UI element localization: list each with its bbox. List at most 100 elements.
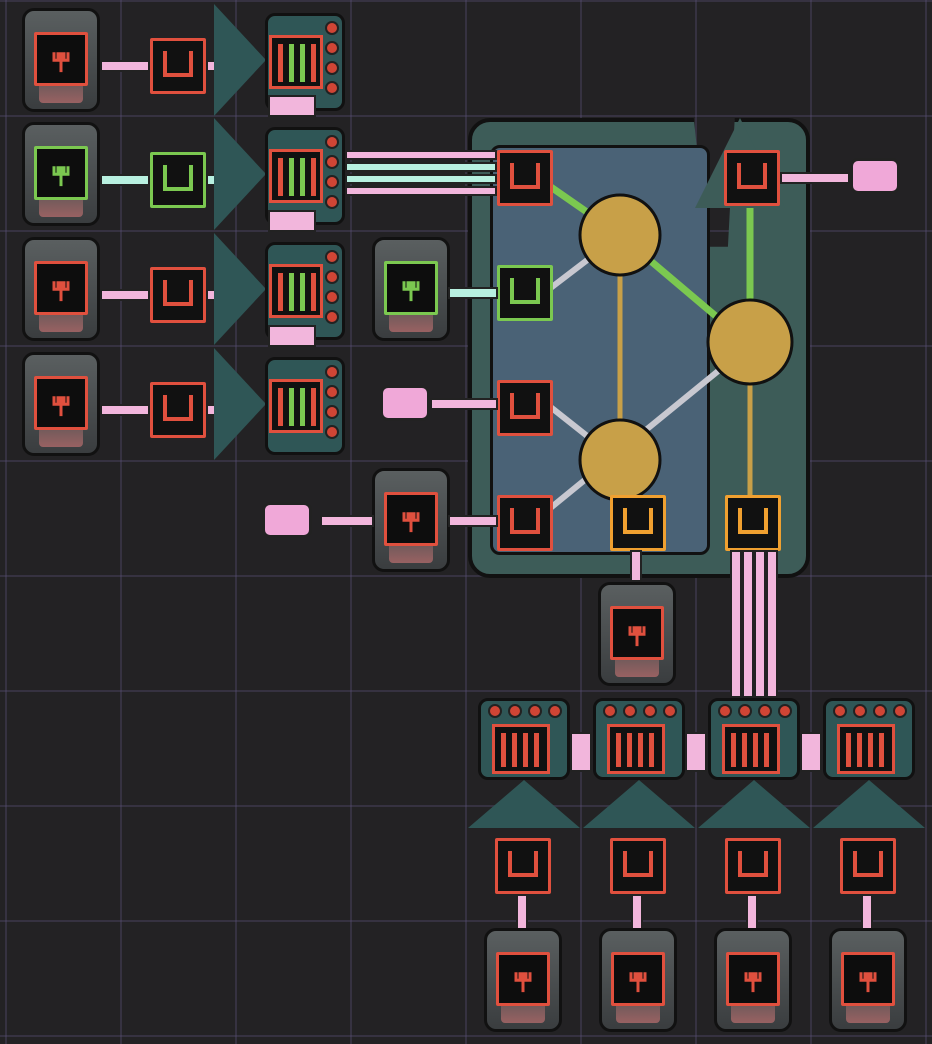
bit-light (873, 704, 887, 718)
bit-light (325, 195, 339, 209)
logic-wire (861, 894, 873, 930)
port-jack-icon (853, 851, 883, 877)
wire-plug[interactable] (850, 158, 900, 194)
logic-wire (631, 894, 643, 930)
logic-port[interactable] (610, 838, 666, 894)
bit-indicator (649, 733, 654, 767)
wire-plug[interactable] (262, 502, 312, 538)
logic-port[interactable] (725, 495, 781, 551)
port-jack-icon (163, 280, 193, 306)
port-jack-icon (510, 278, 540, 304)
bit-indicator (311, 388, 316, 426)
signal-icon (52, 281, 70, 302)
bit-light (325, 81, 339, 95)
bit-indicator (311, 158, 316, 196)
bit-indicator (278, 158, 283, 196)
wire-plug[interactable] (380, 385, 430, 421)
logic-port[interactable] (150, 38, 206, 94)
port-jack-icon (510, 163, 540, 189)
logic-wire (685, 732, 707, 772)
logic-wire (345, 174, 497, 184)
logic-wire (730, 550, 742, 698)
logic-wire (570, 732, 592, 772)
bit-light (325, 310, 339, 324)
logic-port[interactable] (610, 495, 666, 551)
logic-port[interactable] (497, 265, 553, 321)
bit-light (833, 704, 847, 718)
bit-light (528, 704, 542, 718)
logic-port[interactable] (150, 152, 206, 208)
bit-light (738, 704, 752, 718)
sensor-output-port (34, 261, 88, 315)
bit-light (325, 155, 339, 169)
bit-indicator (278, 388, 283, 426)
sensor-output-port (841, 952, 895, 1006)
ribbon-bit-display (722, 724, 780, 774)
bit-light (325, 61, 339, 75)
logic-wire (516, 894, 528, 930)
logic-port[interactable] (725, 838, 781, 894)
logic-port[interactable] (150, 267, 206, 323)
ribbon-bit-display (607, 724, 665, 774)
bit-light (325, 425, 339, 439)
port-jack-icon (737, 163, 767, 189)
sensor-light (39, 81, 83, 103)
logic-wire (746, 894, 758, 930)
signal-icon (402, 512, 420, 533)
logic-wire (268, 210, 316, 232)
logic-port[interactable] (497, 495, 553, 551)
signal-icon (514, 972, 532, 993)
logic-port[interactable] (495, 838, 551, 894)
signal-icon (628, 626, 646, 647)
bit-indicator (523, 733, 528, 767)
bit-light (893, 704, 907, 718)
bit-light (643, 704, 657, 718)
sensor-output-port (34, 32, 88, 86)
logic-wire (100, 174, 150, 186)
logic-wire (630, 550, 642, 582)
sensor-output-port (34, 146, 88, 200)
sensor-light (616, 1001, 660, 1023)
logic-port[interactable] (497, 150, 553, 206)
logic-port[interactable] (724, 150, 780, 206)
sensor-light (39, 425, 83, 447)
logic-wire (100, 60, 150, 72)
bit-light (778, 704, 792, 718)
logic-wire (742, 550, 754, 698)
logic-wire (800, 732, 822, 772)
bit-indicator (764, 733, 769, 767)
sensor-light (389, 541, 433, 563)
port-jack-icon (510, 393, 540, 419)
sensor-light (501, 1001, 545, 1023)
bit-light (508, 704, 522, 718)
logic-port[interactable] (150, 382, 206, 438)
bit-indicator (289, 44, 294, 82)
logic-wire (268, 95, 316, 117)
gate-inner-panel (490, 145, 710, 555)
sensor-output-port (611, 952, 665, 1006)
ribbon-bit-display (837, 724, 895, 774)
bit-indicator (311, 44, 316, 82)
signal-icon (859, 972, 877, 993)
bit-indicator (534, 733, 539, 767)
bit-light (325, 250, 339, 264)
ribbon-bit-display (269, 264, 323, 318)
logic-wire (345, 162, 497, 172)
bit-light (718, 704, 732, 718)
bit-indicator (289, 158, 294, 196)
logic-wire (268, 325, 316, 347)
port-jack-icon (163, 51, 193, 77)
logic-port[interactable] (840, 838, 896, 894)
bit-indicator (742, 733, 747, 767)
logic-wire (766, 550, 778, 698)
sensor-output-port (726, 952, 780, 1006)
signal-icon (402, 281, 420, 302)
bit-indicator (638, 733, 643, 767)
logic-port[interactable] (497, 380, 553, 436)
logic-wire (448, 287, 498, 299)
bit-indicator (311, 273, 316, 311)
bit-light (325, 405, 339, 419)
bit-light (663, 704, 677, 718)
bit-light (548, 704, 562, 718)
logic-wire (100, 404, 150, 416)
